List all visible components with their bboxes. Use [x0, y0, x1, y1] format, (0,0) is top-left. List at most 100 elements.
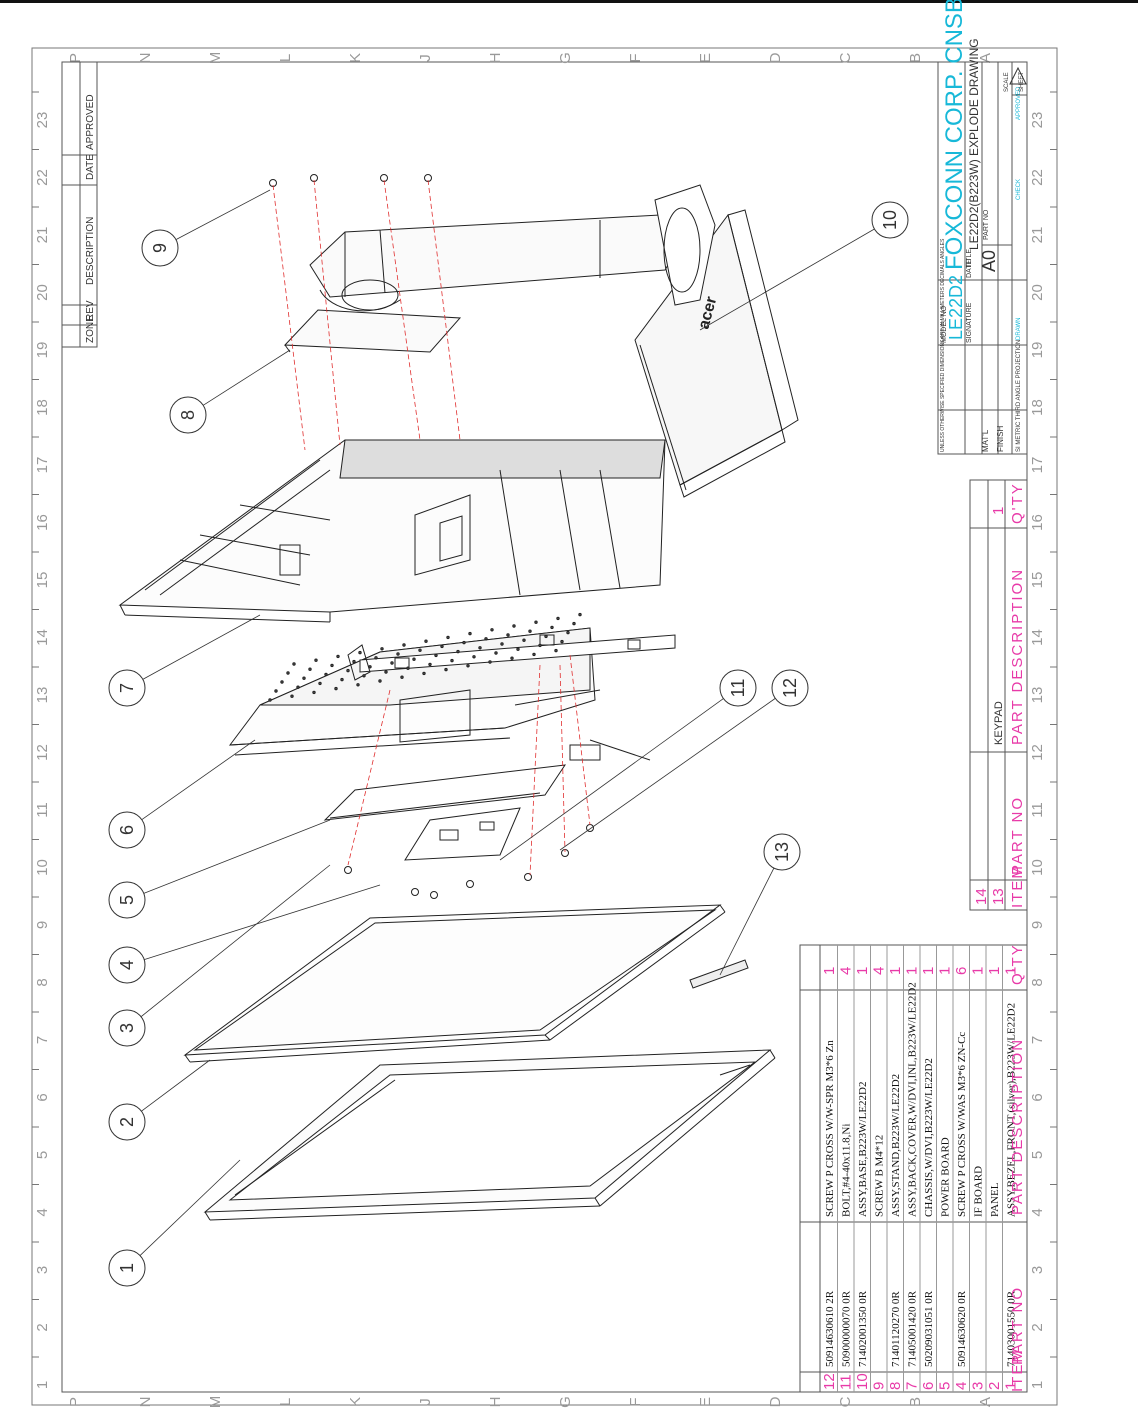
outer-border [31, 47, 1058, 1406]
perforation-dot [346, 668, 350, 673]
balloon-leader-line [141, 739, 256, 820]
bom-row-part-no: 50209031051 0R [923, 1290, 935, 1367]
bom-row-qty: 1 [920, 967, 937, 975]
perforation-dot [286, 671, 290, 675]
part-no-label: PART NO [983, 209, 990, 240]
zone-number-label: 12 [34, 744, 51, 761]
zone-number-label: 15 [1029, 572, 1046, 589]
balloon-label: 2 [117, 1117, 137, 1127]
perforation-dot [516, 647, 520, 651]
screw-icon [430, 891, 438, 899]
power-board [323, 764, 567, 821]
model-number: LE22D2 [946, 275, 966, 340]
zone-number-label: 1 [1029, 1381, 1046, 1389]
perforation-dot [506, 633, 510, 637]
perforation-dot [274, 689, 278, 693]
chassis-perforation [268, 612, 582, 702]
drawn-label: DRAWN [1016, 318, 1022, 340]
perforation-dot [444, 667, 448, 672]
units-note: SI METRIC THIRD ANGLE PROJECTION [1016, 340, 1022, 452]
approved-label: APPROVED [1016, 86, 1022, 120]
item-balloon [871, 201, 909, 239]
date-label: DATE [966, 260, 973, 278]
perforation-dot [578, 612, 582, 617]
bom-row-item: 8 [887, 1382, 904, 1390]
rev-header-rev: REV [85, 300, 96, 321]
bom-small-row-description: KEYPAD [993, 701, 1005, 745]
bom-row-description: SCREW P CROSS W/W-SPR M3*6 Zn [824, 1040, 836, 1217]
screws [269, 174, 594, 899]
bom-small-row-item: 14 [973, 888, 990, 905]
item-balloon [108, 881, 146, 919]
bom-row-qty: 1 [937, 967, 954, 975]
zone-letter-label: G [557, 1396, 574, 1408]
bom-small-header-description: PART DESCRIPTION [1009, 568, 1026, 745]
bom-row-description: IF BOARD [973, 1166, 985, 1217]
checked-label: CHECK [1016, 179, 1022, 200]
perforation-dot [468, 631, 472, 636]
bom-small-row-item: 13 [990, 888, 1007, 905]
bom-row-qty: 1 [970, 967, 987, 975]
bom-row-item: 5 [937, 1382, 954, 1390]
zone-letter-label: L [277, 54, 294, 62]
zone-letter-label: J [417, 1398, 434, 1406]
screw-icon [466, 880, 474, 888]
zone-number-label: 9 [34, 921, 51, 929]
zone-number-label: 22 [34, 169, 51, 186]
balloon-leader-line [202, 349, 291, 406]
title-block: FOXCONN CORP. CNSBU_XQ MODEL NO LE22D2 S… [937, 0, 1028, 455]
bom-row-description: SCREW B M4*12 [874, 1135, 886, 1217]
bom-row-description: PANEL [989, 1182, 1001, 1217]
bom-row-qty: 1 [986, 967, 1003, 975]
balloon-leader-line [499, 698, 724, 861]
perforation-dot [472, 655, 476, 659]
front-bezel [203, 1049, 776, 1221]
zone-letter-label: E [697, 1397, 714, 1407]
zone-number-label: 2 [1029, 1323, 1046, 1331]
zone-number-label: 19 [34, 342, 51, 359]
balloon-leader-line [143, 819, 331, 894]
bom-row-qty: 1 [821, 967, 838, 975]
zone-number-label: 11 [1029, 802, 1046, 818]
signature-label: SIGNATURE [966, 302, 973, 343]
zone-number-label: 17 [34, 457, 51, 474]
perforation-dot [390, 661, 394, 665]
balloon-label: 13 [772, 842, 792, 862]
perforation-dot [352, 659, 356, 664]
zone-number-label: 21 [1029, 227, 1046, 244]
perforation-dot [318, 681, 322, 686]
bom-row-item: 6 [920, 1382, 937, 1390]
perforation-dot [296, 685, 300, 689]
balloon-label: 5 [117, 895, 137, 905]
zone-letter-label: M [207, 52, 224, 65]
perforation-dot [560, 639, 564, 644]
bom-row-item: 12 [821, 1373, 838, 1390]
perforation-dot [290, 694, 294, 698]
bom-small-header-part-no: PART NO [1009, 796, 1026, 875]
bom-row-description: POWER BOARD [940, 1137, 952, 1217]
bom-row-qty: 1 [854, 967, 871, 975]
zone-number-label: 5 [34, 1151, 51, 1159]
zone-number-label: 3 [34, 1266, 51, 1274]
balloon-leader-line [141, 1059, 211, 1112]
bom-row-item: 9 [871, 1382, 888, 1390]
bom-row-description: ASSY,BEZEL,FRONT,(silver),B223W/LE22D2 [1006, 1003, 1018, 1217]
perforation-dot [384, 670, 388, 674]
perforation-dot [268, 698, 272, 702]
perforation-dot [396, 652, 400, 656]
zone-letter-label: D [767, 1396, 784, 1407]
rev-header-approved: APPROVED [85, 94, 96, 150]
item-balloon [108, 946, 146, 984]
perforation-dot [556, 616, 560, 621]
bom-row-qty: 4 [871, 967, 888, 975]
zone-number-label: 10 [34, 859, 51, 876]
company-name: FOXCONN CORP. CNSBU_XQ [941, 0, 968, 270]
bom-header-item: ITEM [1009, 1348, 1026, 1392]
zone-number-label: 7 [34, 1036, 51, 1044]
zone-number-label: 20 [1029, 284, 1046, 301]
perforation-dot [466, 664, 470, 668]
sheet-label: SHEET [1019, 72, 1025, 92]
bom-small-table: 14 13 KEYPAD 1 ITEM PART NO PART DESCRIP… [969, 479, 1028, 911]
balloon-label: 1 [117, 1263, 137, 1273]
perforation-dot [324, 672, 328, 677]
